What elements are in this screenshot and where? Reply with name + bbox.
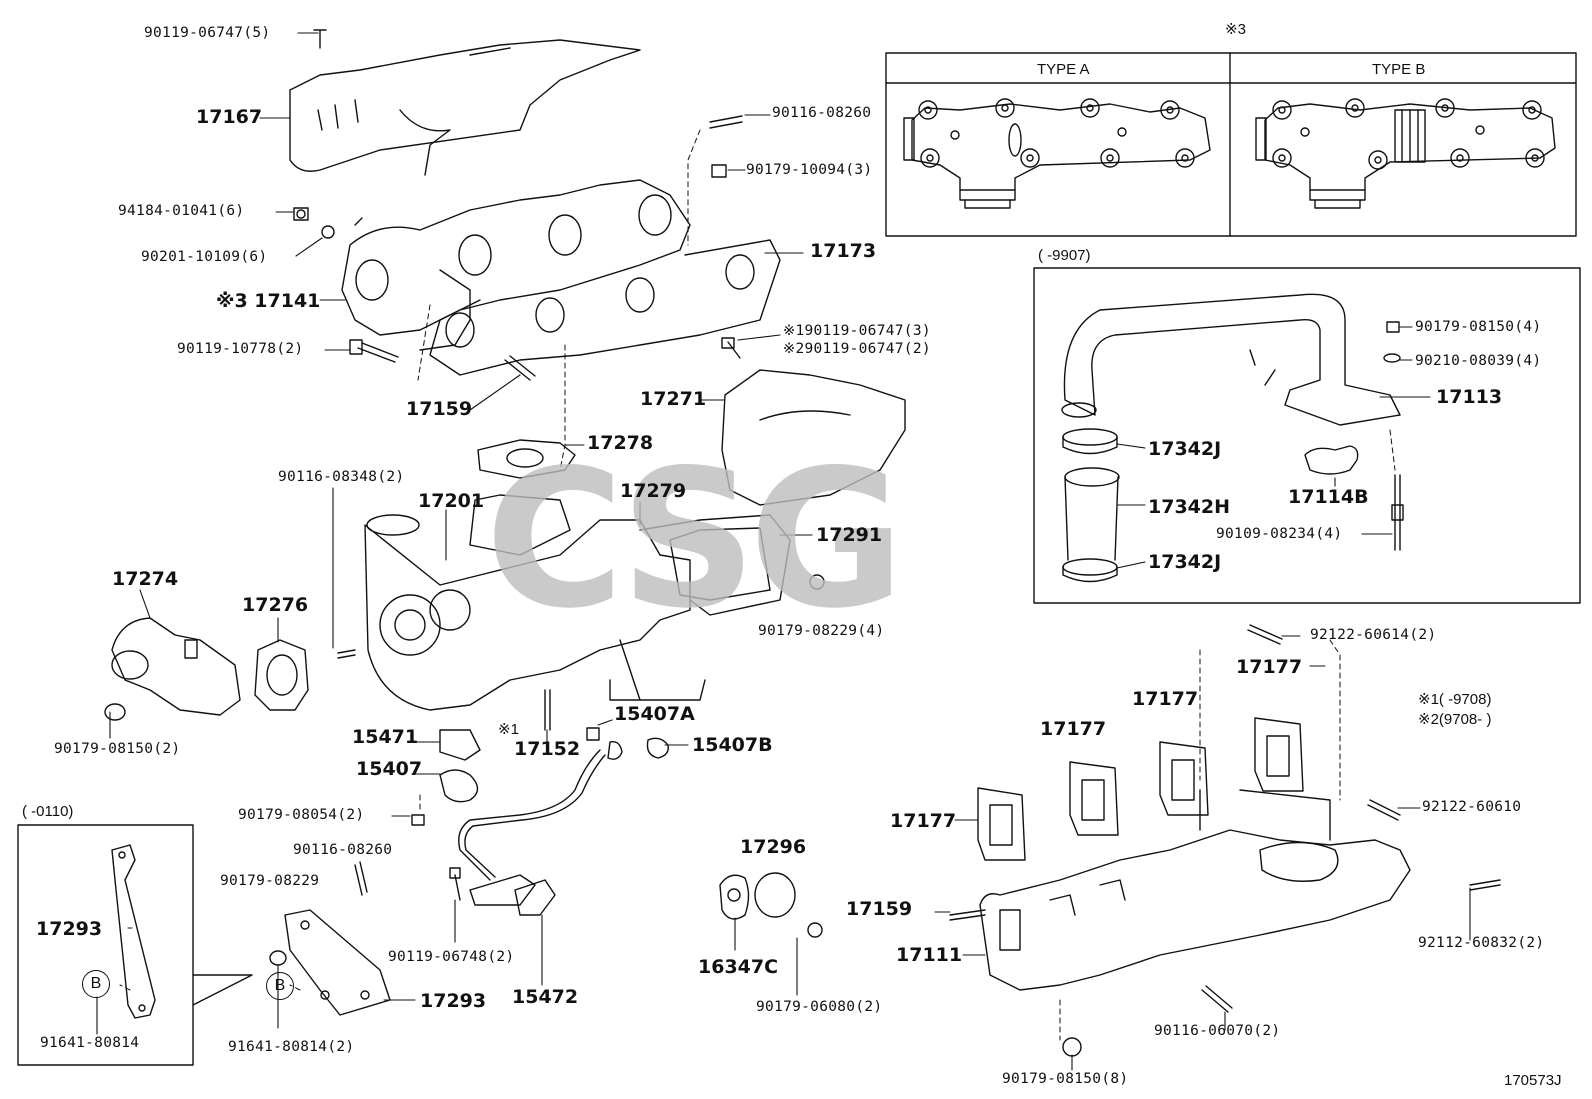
part-label-90179-08229-4[interactable]: 90179-08229(4) [758,623,885,639]
part-label-17177-b[interactable]: 17177 [1132,688,1199,710]
note-ref-3: ※3 [1225,21,1246,38]
part-label-17274[interactable]: 17274 [112,568,179,590]
part-label-17111[interactable]: 17111 [896,944,963,966]
note-x1-marker: ※1 [498,721,519,738]
part-label-17167[interactable]: 17167 [196,106,263,128]
range-9907-label: ( -9907) [1038,247,1091,264]
circle-b-callout-right: B [266,972,294,1000]
part-label-17177-c[interactable]: 17177 [1040,718,1107,740]
part-label-17276[interactable]: 17276 [242,594,309,616]
gasket-16347c-drawing [719,872,796,920]
turbocharger-drawing [364,494,791,711]
heat-insulator-drawing [289,39,641,176]
part-label-91641-80814-2[interactable]: 91641-80814(2) [228,1039,355,1055]
part-label-90179-10094-3[interactable]: 90179-10094(3) [746,162,873,178]
drawing-number: 170573J [1504,1072,1562,1089]
gasket-17276-drawing [254,639,309,711]
part-label-90116-08260-lower[interactable]: 90116-08260 [293,842,393,858]
part-label-90179-08150-8[interactable]: 90179-08150(8) [1002,1071,1129,1087]
part-label-90116-08348-2[interactable]: 90116-08348(2) [278,469,405,485]
part-label-17279[interactable]: 17279 [620,480,687,502]
part-label-15407[interactable]: 15407 [356,758,423,780]
bracket-17293-drawing [284,909,391,1016]
part-label-90109-08234-4[interactable]: 90109-08234(4) [1216,526,1343,542]
part-label-17114B[interactable]: 17114B [1288,486,1369,508]
part-label-91641-80814[interactable]: 91641-80814 [40,1035,140,1051]
part-label-15471[interactable]: 15471 [352,726,419,748]
part-label-17173[interactable]: 17173 [810,240,877,262]
part-label-16347C[interactable]: 16347C [698,956,779,978]
turbo-heat-insulator-drawing [721,369,906,506]
part-label-17159-upper[interactable]: 17159 [406,398,473,420]
part-label-90116-08260-top[interactable]: 90116-08260 [772,105,872,121]
part-label-90179-08229[interactable]: 90179-08229 [220,873,320,889]
part-label-90201-10109-6[interactable]: 90201-10109(6) [141,249,268,265]
part-label-90119-06748-2[interactable]: 90119-06748(2) [388,949,515,965]
type-a-label: TYPE A [1037,61,1090,78]
type-comparison-box [885,52,1577,237]
gasket-17278-drawing [477,439,576,479]
part-label-17342J-upper[interactable]: 17342J [1148,438,1222,460]
part-label-90179-08150-4[interactable]: 90179-08150(4) [1415,319,1542,335]
exhaust-manifold-drawing [341,179,781,376]
bracket-box [17,824,253,1066]
part-label-15407A[interactable]: 15407A [614,703,695,725]
part-label-94184-01041-6[interactable]: 94184-01041(6) [118,203,245,219]
range-0110-label: ( -0110) [22,803,74,820]
part-label-17293-right[interactable]: 17293 [420,990,487,1012]
part-label-90179-06080-2[interactable]: 90179-06080(2) [756,999,883,1015]
part-label-90179-08054-2[interactable]: 90179-08054(2) [238,807,365,823]
leader-lines [96,32,1471,1071]
gaskets-17177-drawing [977,717,1304,861]
part-label-90116-06070-2[interactable]: 90116-06070(2) [1154,1023,1281,1039]
outlet-elbow-drawing [111,617,241,716]
part-label-17271[interactable]: 17271 [640,388,707,410]
intake-pipe-box [1033,267,1581,604]
part-label-15472[interactable]: 15472 [512,986,579,1008]
part-label-90119-06747-5[interactable]: 90119-06747(5) [144,25,271,41]
fasteners-drawing [104,29,1501,1057]
part-label-17201[interactable]: 17201 [418,490,485,512]
part-label-17278[interactable]: 17278 [587,432,654,454]
oil-pipe-drawing [439,729,669,916]
part-label-17177-a[interactable]: 17177 [1236,656,1303,678]
part-label-90210-08039-4[interactable]: 90210-08039(4) [1415,353,1542,369]
type-b-manifold-drawing [1255,98,1556,209]
part-label-17293-left[interactable]: 17293 [36,918,103,940]
part-label-92122-60614-2[interactable]: 92122-60614(2) [1310,627,1437,643]
type-b-label: TYPE B [1372,61,1426,78]
part-label-17141[interactable]: ※3 17141 [216,290,321,312]
part-label-17342J-lower[interactable]: 17342J [1148,551,1222,573]
note-1-label: ※1( -9708) [1418,691,1492,708]
part-label-x1-90119-06747-3[interactable]: ※190119-06747(3) [783,323,931,339]
part-label-17152[interactable]: 17152 [514,738,581,760]
part-label-x2-90119-06747-2[interactable]: ※290119-06747(2) [783,341,931,357]
part-label-17113[interactable]: 17113 [1436,386,1503,408]
type-a-manifold-drawing [903,98,1211,209]
part-label-17296[interactable]: 17296 [740,836,807,858]
part-label-17177-d[interactable]: 17177 [890,810,957,832]
intake-manifold-drawing [979,789,1411,991]
watermark: CSG [485,429,905,650]
part-label-17291[interactable]: 17291 [816,524,883,546]
part-label-90119-10778-2[interactable]: 90119-10778(2) [177,341,304,357]
part-label-17342H[interactable]: 17342H [1148,496,1231,518]
note-2-label: ※2(9708- ) [1418,711,1492,728]
part-label-17159-lower[interactable]: 17159 [846,898,913,920]
part-label-92112-60832-2[interactable]: 92112-60832(2) [1418,935,1545,951]
circle-b-callout-left: B [82,970,110,998]
part-label-90179-08150-2[interactable]: 90179-08150(2) [54,741,181,757]
part-label-92122-60610[interactable]: 92122-60610 [1422,799,1522,815]
part-label-15407B[interactable]: 15407B [692,734,773,756]
